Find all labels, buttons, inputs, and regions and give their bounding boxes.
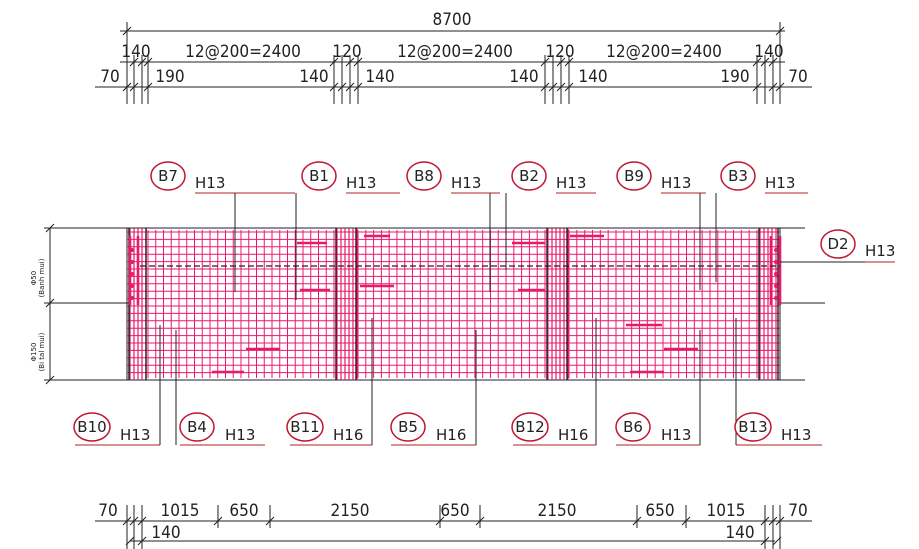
mark-size: H13 [781,426,811,444]
mark-size: H13 [225,426,255,444]
mark-id: B3 [728,167,748,185]
mark-id: B12 [515,418,544,436]
top-dim-140-left: 140 [121,42,150,62]
mark-id: B5 [398,418,418,436]
mark-bubble: B1 H13 [301,161,376,192]
mark-id: B11 [290,418,319,436]
mark-bubble: B11 H16 [286,412,363,444]
mark-bubble: B7 H13 [150,161,225,192]
top-dim-spacing-2: 12@200=2400 [397,42,513,62]
rebar-dot [130,248,134,252]
bottom-dim-2150-1: 2150 [331,501,370,521]
mark-size: H13 [865,242,895,260]
top-dim-120-right: 120 [545,42,574,62]
mark-id: B6 [623,418,643,436]
bottom-dim-1015-left: 1015 [161,501,200,521]
mark-bubble: B12 H16 [511,412,588,444]
top-dim-140-b: 140 [365,67,394,87]
rebar-dot [130,260,134,264]
mark-bubble: B8 H13 [406,161,481,192]
top-dim-spacing-1: 12@200=2400 [185,42,301,62]
overall-dimension: 8700 [433,10,472,30]
mark-size: H16 [333,426,363,444]
bottom-dim-140-right: 140 [725,523,754,543]
top-dim-120-left: 120 [332,42,361,62]
rebar-dot [774,284,778,288]
bottom-dim-650-1: 650 [229,501,258,521]
bottom-dim-650-2: 650 [440,501,469,521]
rebar-dot [130,296,134,300]
mark-size: H13 [661,174,691,192]
mark-size: H16 [436,426,466,444]
wall-outline [105,227,825,381]
top-dim-140-right: 140 [754,42,783,62]
side-label-lower: Φ150 [30,343,38,362]
side-dimension [44,223,130,385]
mark-bubble: B5 H16 [390,412,466,444]
rebar-bars [128,234,782,374]
side-label-upper: Φ50 [30,271,38,285]
top-dim-190-right: 190 [720,67,749,87]
rebar-dot [774,248,778,252]
marks-bottom: B10 H13 B4 H13 B11 H16 B5 H16 B12 H16 B6… [73,412,811,444]
mark-size: H13 [556,174,586,192]
mark-id: B8 [414,167,434,185]
bottom-dim-140-left: 140 [151,523,180,543]
bottom-dim-1015-right: 1015 [707,501,746,521]
mark-bubble: B13 H13 [734,412,811,444]
bottom-dimensions [95,505,812,549]
top-dim-190-left: 190 [155,67,184,87]
mark-bubble: B9 H13 [616,161,691,192]
bottom-dim-650-3: 650 [645,501,674,521]
rebar-dot [774,260,778,264]
mark-id: B7 [158,167,178,185]
bottom-dim-2150-2: 2150 [538,501,577,521]
mark-id: D2 [827,235,848,253]
mark-size: H13 [346,174,376,192]
rebar-dot [130,272,134,276]
mark-bubble: B6 H13 [615,412,691,444]
mark-size: H13 [661,426,691,444]
bottom-dim-70-right: 70 [788,501,807,521]
mark-bubble: B10 H13 [73,412,150,444]
rebar-dot [774,296,778,300]
rebar-dot [130,284,134,288]
side-label-upper-sub: (Banh mui) [38,258,46,297]
top-dim-spacing-3: 12@200=2400 [606,42,722,62]
mark-size: H16 [558,426,588,444]
mark-size: H13 [765,174,795,192]
mark-id: B2 [519,167,539,185]
mark-id: B1 [309,167,329,185]
side-label-lower-sub: (Bi tal mui) [38,332,46,371]
rebar-mesh [127,228,780,380]
mark-id: B13 [738,418,767,436]
bottom-dim-70-left: 70 [98,501,117,521]
mark-size: H13 [120,426,150,444]
mark-bubble: B4 H13 [179,412,255,444]
top-dim-140-d: 140 [578,67,607,87]
mark-id: B9 [624,167,644,185]
leader-lines [75,192,895,446]
top-dim-70-left: 70 [100,67,119,87]
rebar-dot [774,272,778,276]
top-dim-70-right: 70 [788,67,807,87]
mark-bubble: B2 H13 [511,161,586,192]
mark-size: H13 [195,174,225,192]
mark-id: B4 [187,418,207,436]
mark-size: H13 [451,174,481,192]
top-dim-140-c: 140 [509,67,538,87]
mark-id: B10 [77,418,106,436]
mark-bubble: B3 H13 [720,161,795,192]
marks-top: B7 H13 B1 H13 B8 H13 B2 H13 B9 H13 B3 H1… [150,161,795,192]
mark-right: D2 H13 [820,229,895,260]
top-dim-140-a: 140 [299,67,328,87]
top-dimensions [95,22,812,104]
